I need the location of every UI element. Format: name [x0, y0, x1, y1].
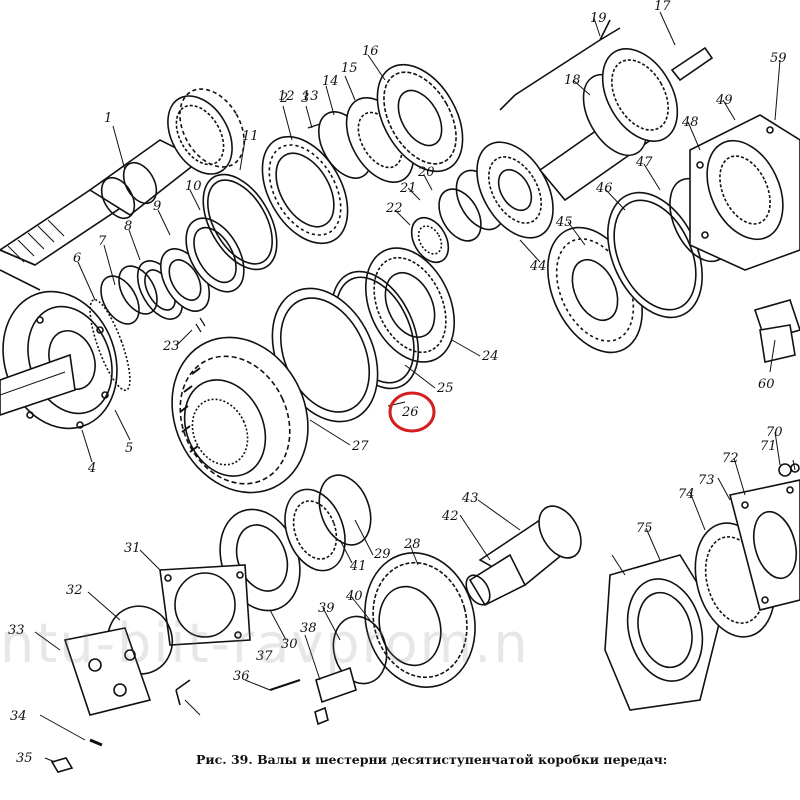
- part-label-43: 43: [461, 491, 479, 506]
- part-label-1: 1: [104, 111, 112, 126]
- part-label-10: 10: [185, 179, 202, 194]
- part-label-12: 12: [278, 89, 295, 104]
- rear-housing: [689, 114, 800, 271]
- part-label-47: 47: [635, 155, 653, 170]
- part-label-30: 30: [281, 637, 298, 652]
- main-shaft: [0, 88, 245, 291]
- front-cover: [0, 290, 131, 430]
- part-label-72: 72: [722, 451, 739, 466]
- side-block: [753, 299, 800, 363]
- part-label-40: 40: [345, 589, 363, 604]
- part-label-23: 23: [162, 339, 180, 354]
- part-label-34: 34: [10, 709, 27, 724]
- part-label-28: 28: [403, 537, 421, 552]
- upper-gear-assembly: [261, 63, 464, 245]
- lower-gear-assembly: [269, 552, 476, 726]
- part-label-33: 33: [8, 623, 25, 638]
- shaft-rings: [100, 173, 278, 333]
- right-bearings: [547, 177, 731, 354]
- synchronizer-assembly: [171, 247, 456, 494]
- part-label-59: 59: [770, 51, 787, 66]
- output-shaft: [465, 505, 582, 607]
- part-label-75: 75: [636, 521, 653, 536]
- part-label-31: 31: [124, 541, 141, 556]
- part-label-36: 36: [233, 669, 250, 684]
- part-label-48: 48: [681, 115, 699, 130]
- part-label-49: 49: [715, 93, 733, 108]
- part-label-22: 22: [385, 201, 403, 216]
- part-label-74: 74: [678, 487, 695, 502]
- highlight-circle: [388, 391, 436, 433]
- intermediate-bearing: [410, 141, 554, 264]
- part-label-16: 16: [362, 44, 379, 59]
- part-label-27: 27: [351, 439, 369, 454]
- part-label-17: 17: [654, 0, 671, 14]
- part-label-35: 35: [16, 751, 33, 766]
- part-label-4: 4: [87, 461, 96, 476]
- part-label-42: 42: [441, 509, 459, 524]
- leader-lines: [34, 11, 796, 763]
- secondary-shaft: [499, 19, 714, 202]
- part-label-5: 5: [125, 441, 133, 456]
- part-label-45: 45: [555, 215, 573, 230]
- part-label-2: 2: [279, 91, 288, 106]
- part-label-26: 26: [401, 405, 419, 420]
- part-label-20: 20: [417, 165, 435, 180]
- part-label-29: 29: [373, 547, 391, 562]
- part-label-9: 9: [153, 199, 161, 214]
- part-label-11: 11: [242, 129, 259, 144]
- part-label-21: 21: [399, 181, 417, 196]
- part-label-13: 13: [302, 89, 319, 104]
- lower-cover-assembly: [50, 474, 372, 773]
- part-label-19: 19: [590, 11, 607, 26]
- part-label-71: 71: [760, 439, 777, 454]
- part-label-8: 8: [124, 219, 132, 234]
- part-label-39: 39: [318, 601, 335, 616]
- part-label-18: 18: [564, 73, 581, 88]
- part-label-37: 37: [256, 649, 273, 664]
- part-label-41: 41: [349, 559, 367, 574]
- part-label-70: 70: [766, 425, 783, 440]
- part-label-38: 38: [300, 621, 317, 636]
- part-label-25: 25: [436, 381, 454, 396]
- part-label-60: 60: [758, 377, 775, 392]
- part-label-24: 24: [481, 349, 499, 364]
- part-label-32: 32: [66, 583, 83, 598]
- part-label-46: 46: [595, 181, 613, 196]
- part-label-73: 73: [698, 473, 715, 488]
- part-label-44: 44: [529, 259, 547, 274]
- part-label-15: 15: [341, 61, 358, 76]
- rear-output-housing: [604, 463, 800, 711]
- part-label-7: 7: [98, 234, 107, 249]
- part-label-6: 6: [73, 251, 81, 266]
- part-label-3: 3: [301, 91, 309, 106]
- figure-caption: Рис. 39. Валы и шестерни десятиступенчат…: [196, 752, 668, 767]
- part-label-14: 14: [322, 74, 339, 89]
